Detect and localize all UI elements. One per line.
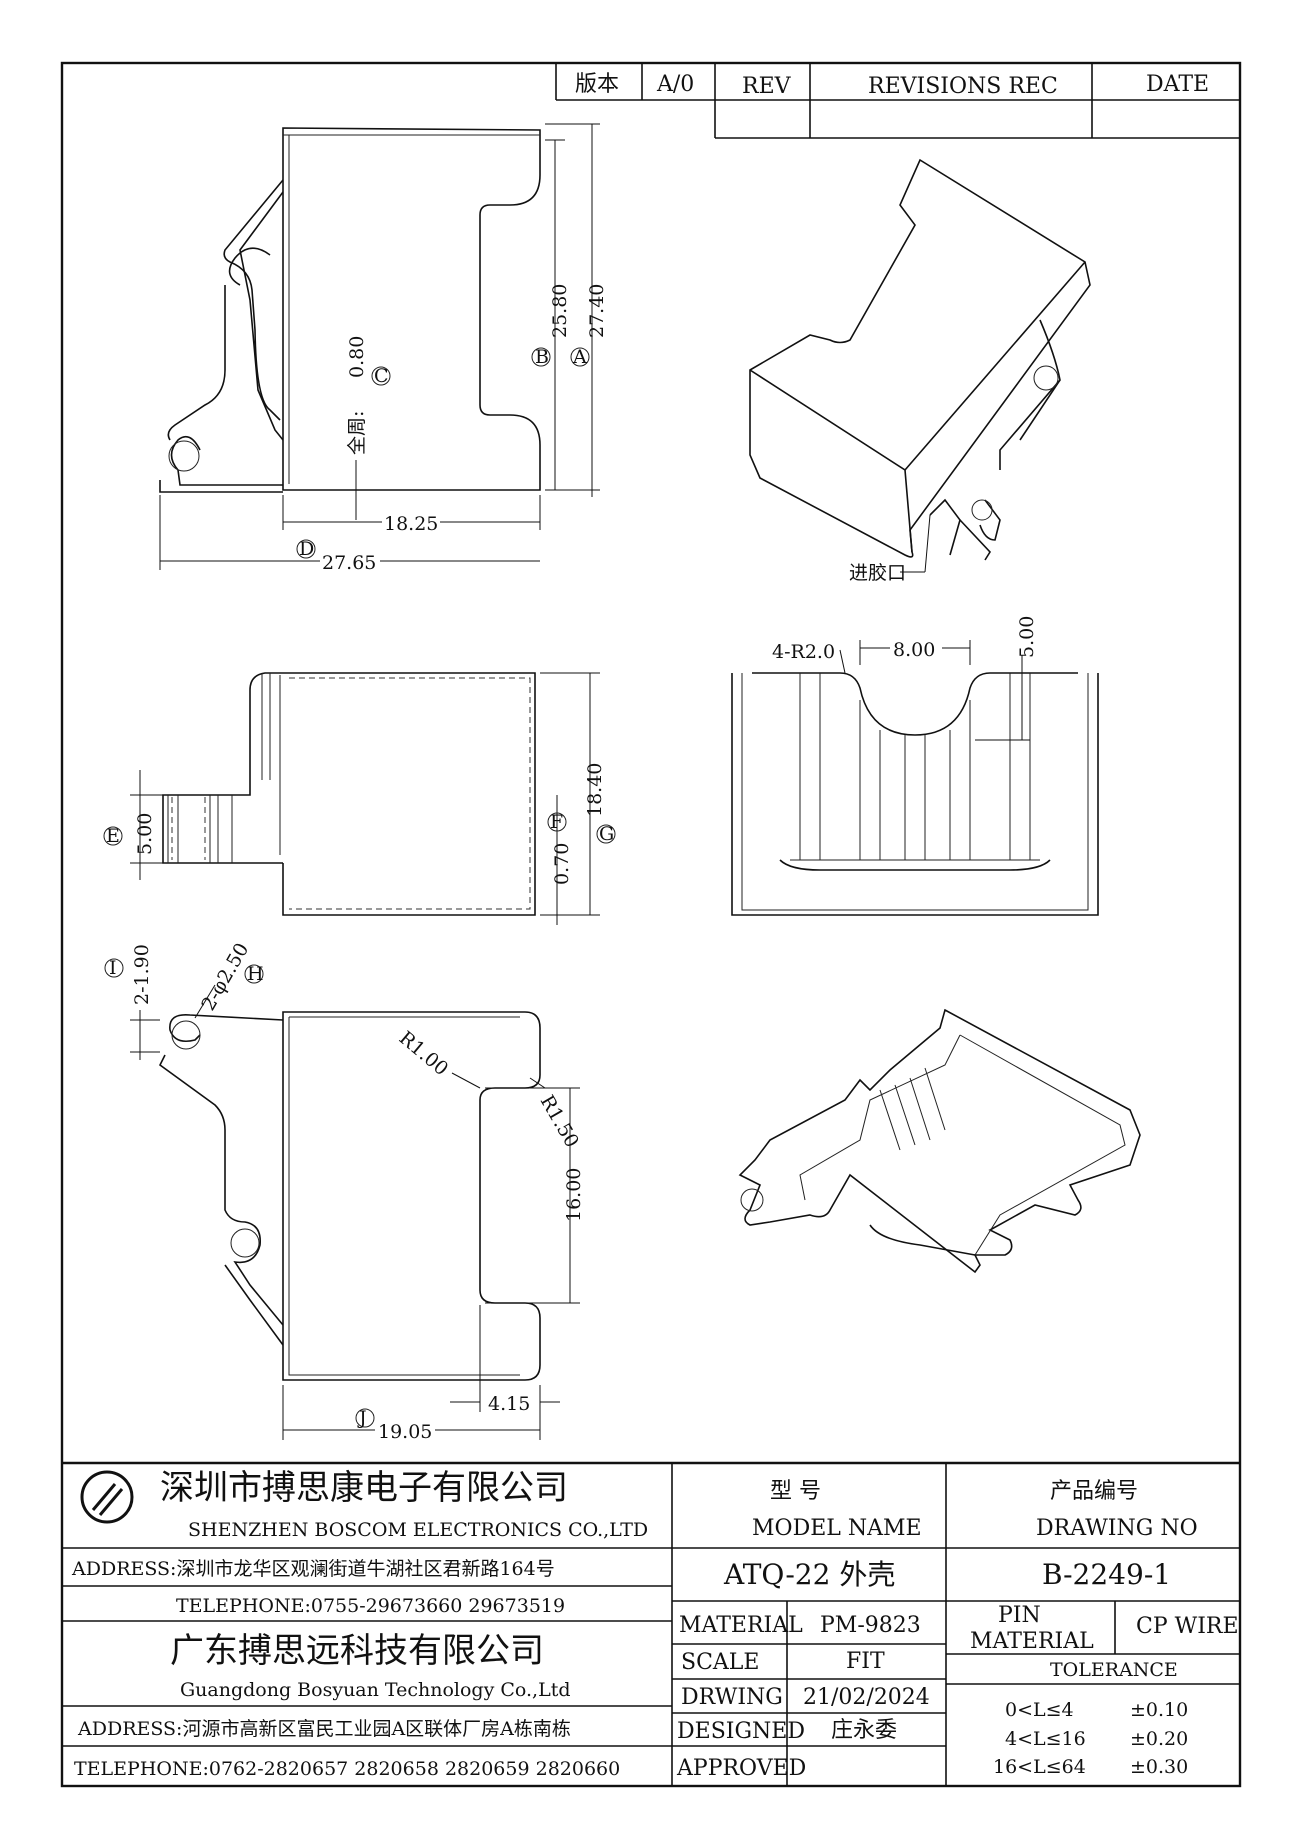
dim-19-05: 19.05 [378, 1421, 432, 1443]
dim-27-65: 27.65 [322, 552, 376, 574]
version-label: 版本 [575, 72, 619, 97]
revision-block: 版本 A/0 REV REVISIONS REC DATE [555, 63, 1240, 139]
tolerance-range-1: 0<L≤4 [1005, 1699, 1074, 1721]
bottom-view: 2-1.90 I 2-φ2.50 H R1.00 R1.50 16.00 4.1… [104, 939, 585, 1443]
drawing-date-value: 21/02/2024 [803, 1685, 930, 1710]
material-label: MATERIAL [679, 1613, 803, 1638]
dim-25-80: 25.80 [549, 284, 571, 338]
dim-4-r2: 4-R2.0 [772, 641, 835, 663]
balloon-g: G [599, 823, 614, 845]
company2-cn: 广东搏思远科技有限公司 [170, 1631, 544, 1671]
balloon-e: E [106, 825, 120, 847]
balloon-d: D [299, 538, 314, 560]
dim-18-40: 18.40 [584, 763, 606, 817]
tolerance-value-1: ±0.10 [1130, 1699, 1188, 1721]
company-en: SHENZHEN BOSCOM ELECTRONICS CO.,LTD [188, 1519, 648, 1541]
balloon-i: I [109, 957, 117, 979]
designed-label: DESIGNED [677, 1719, 805, 1744]
balloon-j: J [357, 1407, 367, 1429]
balloon-f: F [550, 811, 563, 833]
dim-5-00-top: 5.00 [1016, 616, 1038, 658]
dim-8-00: 8.00 [893, 639, 935, 661]
model-label-cn: 型 号 [770, 1479, 821, 1504]
boscom-logo-icon [80, 1470, 134, 1524]
dim-0-70: 0.70 [551, 843, 573, 885]
drawing-label-cn: 产品编号 [1050, 1479, 1138, 1504]
end-view: 8.00 4-R2.0 5.00 [731, 616, 1099, 916]
revisions-header: REVISIONS REC [868, 74, 1058, 99]
company2-en: Guangdong Bosyuan Technology Co.,Ltd [180, 1679, 571, 1701]
dim-16-00: 16.00 [563, 1168, 585, 1222]
front-view-dims: 25.80 27.40 B A 0.80 全周: C 18.25 27.65 D [159, 123, 608, 574]
address-1: ADDRESS:深圳市龙华区观澜街道牛湖社区君新路164号 [71, 1558, 555, 1580]
drawing-value: B-2249-1 [1042, 1558, 1171, 1591]
title-block: 深圳市搏思康电子有限公司 SHENZHEN BOSCOM ELECTRONICS… [62, 1461, 1240, 1786]
pin-material-value: CP WIRE [1136, 1614, 1239, 1639]
front-view [159, 127, 541, 493]
side-view: 18.40 G 0.70 F 5.00 E [103, 672, 616, 925]
iso-view-bottom [738, 1008, 1141, 1274]
tolerance-range-2: 4<L≤16 [1005, 1728, 1086, 1750]
drawing-label-en: DRAWING NO [1036, 1516, 1198, 1541]
dim-2-1-90: 2-1.90 [131, 944, 153, 1005]
dim-18-25: 18.25 [384, 513, 438, 535]
scale-label: SCALE [681, 1650, 759, 1675]
pin-material-label-2: MATERIAL [970, 1629, 1094, 1654]
model-value: ATQ-22 外壳 [723, 1558, 895, 1591]
telephone-2: TELEPHONE:0762-2820657 2820658 2820659 2… [74, 1758, 620, 1780]
material-value: PM-9823 [820, 1613, 921, 1638]
dim-5-00-side: 5.00 [134, 813, 156, 855]
dim-full-note: 全周: [346, 411, 368, 455]
balloon-h: H [247, 963, 264, 985]
balloon-a: A [572, 346, 587, 368]
dim-4-15: 4.15 [488, 1393, 530, 1415]
tolerance-label: TOLERANCE [1050, 1659, 1178, 1681]
dim-r1-00: R1.00 [395, 1027, 453, 1080]
dim-0-80: 0.80 [346, 336, 368, 378]
scale-value: FIT [846, 1649, 885, 1674]
address-2: ADDRESS:河源市高新区富民工业园A区联体厂房A栋南栋 [77, 1718, 571, 1740]
tolerance-value-2: ±0.20 [1130, 1728, 1188, 1750]
version-value: A/0 [656, 72, 694, 97]
dim-r1-50: R1.50 [536, 1092, 583, 1152]
rev-header: REV [742, 74, 792, 99]
balloon-c: C [374, 365, 389, 387]
sheet-frame [60, 61, 1242, 1788]
pin-material-label-1: PIN [998, 1603, 1041, 1628]
tolerance-range-3: 16<L≤64 [993, 1756, 1086, 1778]
dim-27-40: 27.40 [586, 284, 608, 338]
date-header: DATE [1146, 72, 1209, 97]
company-cn: 深圳市搏思康电子有限公司 [160, 1468, 568, 1508]
designed-value: 庄永委 [831, 1718, 897, 1743]
drawing-date-label: DRWING [681, 1685, 783, 1710]
balloon-b: B [535, 346, 549, 368]
gate-note: 进胶口 [849, 562, 906, 584]
telephone-1: TELEPHONE:0755-29673660 29673519 [176, 1595, 565, 1617]
model-label-en: MODEL NAME [752, 1516, 922, 1541]
iso-view-top: 进胶口 [749, 158, 1091, 584]
tolerance-value-3: ±0.30 [1130, 1756, 1188, 1778]
approved-label: APPROVED [676, 1756, 806, 1781]
